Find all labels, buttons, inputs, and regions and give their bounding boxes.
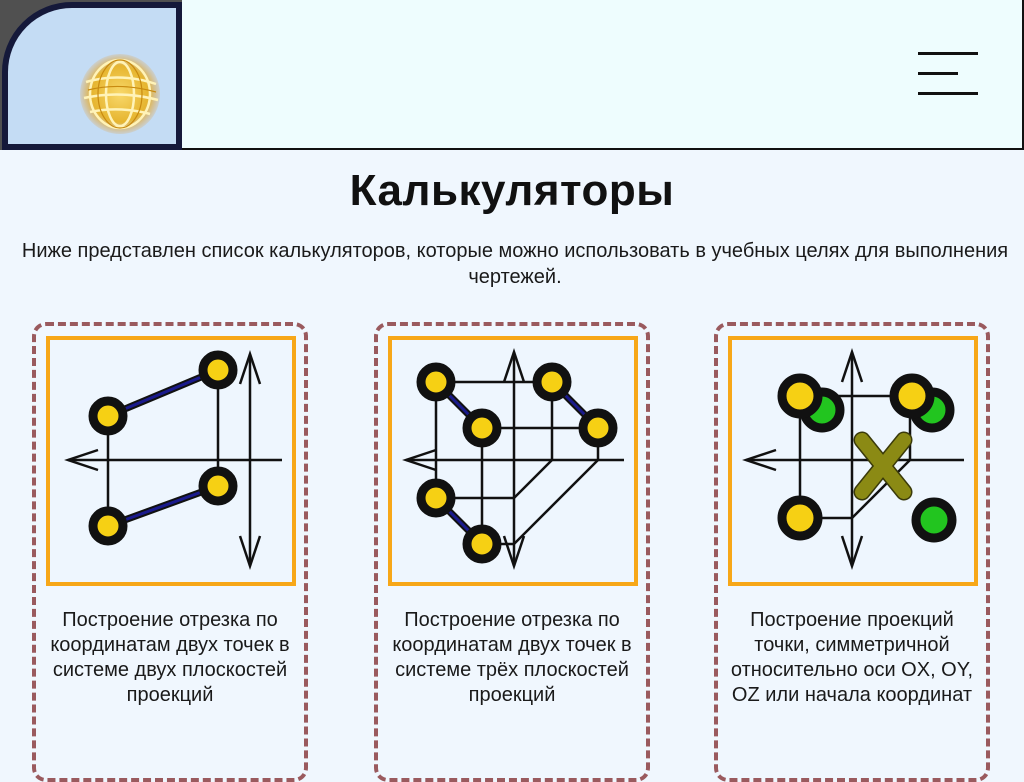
card-caption: Построение проекций точки, симметричной … xyxy=(730,609,974,706)
card-image xyxy=(388,336,638,586)
page-subtitle: Ниже представлен список калькуляторов, к… xyxy=(21,240,1009,288)
hamburger-menu-icon xyxy=(918,52,978,55)
card-caption: Построение отрезка по координатам двух т… xyxy=(392,609,632,706)
two-plane-segment-diagram-icon xyxy=(64,350,282,570)
calculator-card-two-planes[interactable]: Построение отрезка по координатам двух т… xyxy=(32,322,308,782)
menu-line xyxy=(918,92,978,95)
card-image xyxy=(46,336,296,586)
card-caption: Построение отрезка по координатам двух т… xyxy=(50,609,290,706)
calculator-card-three-planes[interactable]: Построение отрезка по координатам двух т… xyxy=(374,322,650,782)
page-title: Калькуляторы xyxy=(349,166,675,215)
card-image xyxy=(728,336,978,586)
three-plane-segment-diagram-icon xyxy=(402,348,624,570)
symmetric-point-diagram-icon xyxy=(742,348,964,570)
calculator-card-symmetric-point[interactable]: Построение проекций точки, симметричной … xyxy=(714,322,990,782)
wireframe-globe-icon xyxy=(80,54,160,134)
site-header xyxy=(0,0,1024,150)
hamburger-menu-button[interactable] xyxy=(914,48,980,100)
menu-line xyxy=(918,72,958,75)
logo-frame xyxy=(2,2,182,150)
logo[interactable] xyxy=(0,0,182,150)
